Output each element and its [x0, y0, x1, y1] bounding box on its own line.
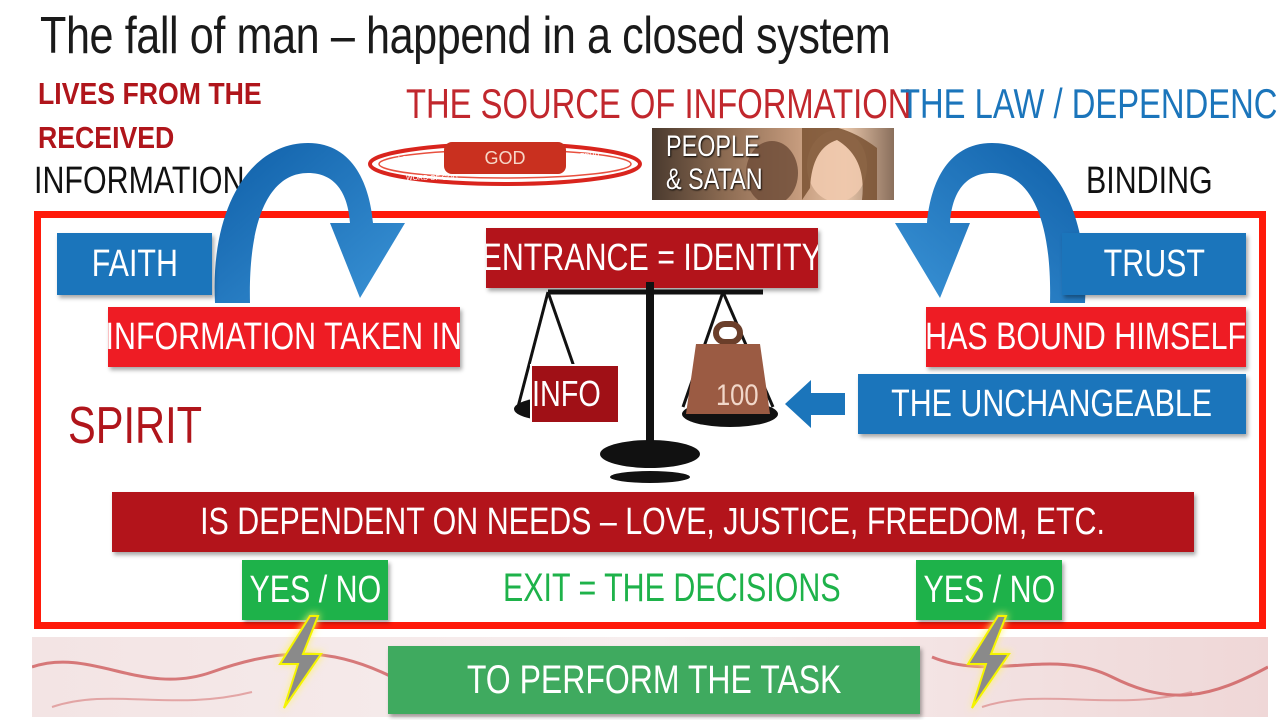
has-bound-himself-text: HAS BOUND HIMSELF	[926, 315, 1246, 358]
exit-decisions-label: EXIT = THE DECISIONS	[503, 566, 841, 610]
source-of-information-heading: THE SOURCE OF INFORMATION	[406, 80, 912, 127]
trust-box: TRUST	[1062, 233, 1246, 295]
weight-100-label: 100	[713, 374, 769, 418]
balance-scale-icon	[514, 282, 778, 483]
people-text: PEOPLE	[666, 130, 760, 163]
perform-task-bar: TO PERFORM THE TASK	[388, 646, 920, 714]
god-text: GOD	[484, 148, 525, 168]
yes-no-right-text: YES / NO	[923, 568, 1055, 611]
people-satan-photo: PEOPLE & SATAN	[652, 128, 894, 200]
lives-line-1: LIVES FROM THE	[38, 76, 262, 111]
faith-box: FAITH	[57, 233, 212, 295]
has-bound-himself-box: HAS BOUND HIMSELF	[926, 307, 1246, 367]
god-ring-graphic: GOD LOVE FRUIT WORD OF GOD	[368, 142, 642, 186]
word-of-god-tag: WORD OF GOD	[406, 175, 458, 182]
law-dependence-heading: THE LAW / DEPENDENCE	[900, 80, 1280, 127]
yes-no-right-box: YES / NO	[916, 560, 1062, 620]
lives-from-heading: LIVES FROM THE RECEIVED	[38, 72, 262, 160]
weight-number-text: 100	[715, 379, 759, 412]
dependent-on-needs-bar: IS DEPENDENT ON NEEDS – LOVE, JUSTICE, F…	[112, 492, 1194, 552]
the-unchangeable-box: THE UNCHANGEABLE	[858, 374, 1246, 434]
satan-text: & SATAN	[666, 163, 763, 196]
info-weight-box: INFO	[530, 364, 620, 424]
yes-no-left-box: YES / NO	[242, 560, 388, 620]
perform-task-text: TO PERFORM THE TASK	[466, 657, 842, 702]
entrance-identity-text: ENTRANCE = IDENTITY	[486, 236, 818, 279]
entrance-identity-box: ENTRANCE = IDENTITY	[486, 228, 818, 288]
closed-system-frame	[34, 211, 1266, 629]
spirit-label: SPIRIT	[68, 397, 203, 455]
slide-title: The fall of man – happend in a closed sy…	[40, 7, 891, 65]
pointing-left-arrow-icon	[785, 380, 845, 428]
lightning-right-icon	[966, 614, 1012, 712]
lives-line-2: RECEIVED	[38, 120, 175, 155]
faith-text: FAITH	[91, 242, 178, 285]
love-tag: LOVE	[398, 156, 417, 163]
information-taken-in-text: INFORMATION TAKEN IN	[108, 315, 460, 358]
information-label: INFORMATION	[34, 160, 245, 202]
dependent-on-needs-text: IS DEPENDENT ON NEEDS – LOVE, JUSTICE, F…	[200, 500, 1106, 543]
people-satan-label: PEOPLE & SATAN	[666, 130, 763, 196]
lightning-left-icon	[278, 614, 324, 712]
fruit-tag: FRUIT	[580, 153, 601, 160]
yes-no-left-text: YES / NO	[249, 568, 381, 611]
information-taken-in-box: INFORMATION TAKEN IN	[108, 307, 460, 367]
binding-label: BINDING	[1086, 160, 1213, 202]
trust-curved-arrow-icon	[895, 143, 1086, 303]
info-weight-text: INFO	[532, 373, 601, 414]
the-unchangeable-text: THE UNCHANGEABLE	[891, 382, 1213, 425]
trust-text: TRUST	[1103, 242, 1205, 285]
faith-curved-arrow-icon	[214, 143, 405, 303]
god-pill	[444, 142, 566, 174]
faces-illustration	[746, 128, 877, 200]
